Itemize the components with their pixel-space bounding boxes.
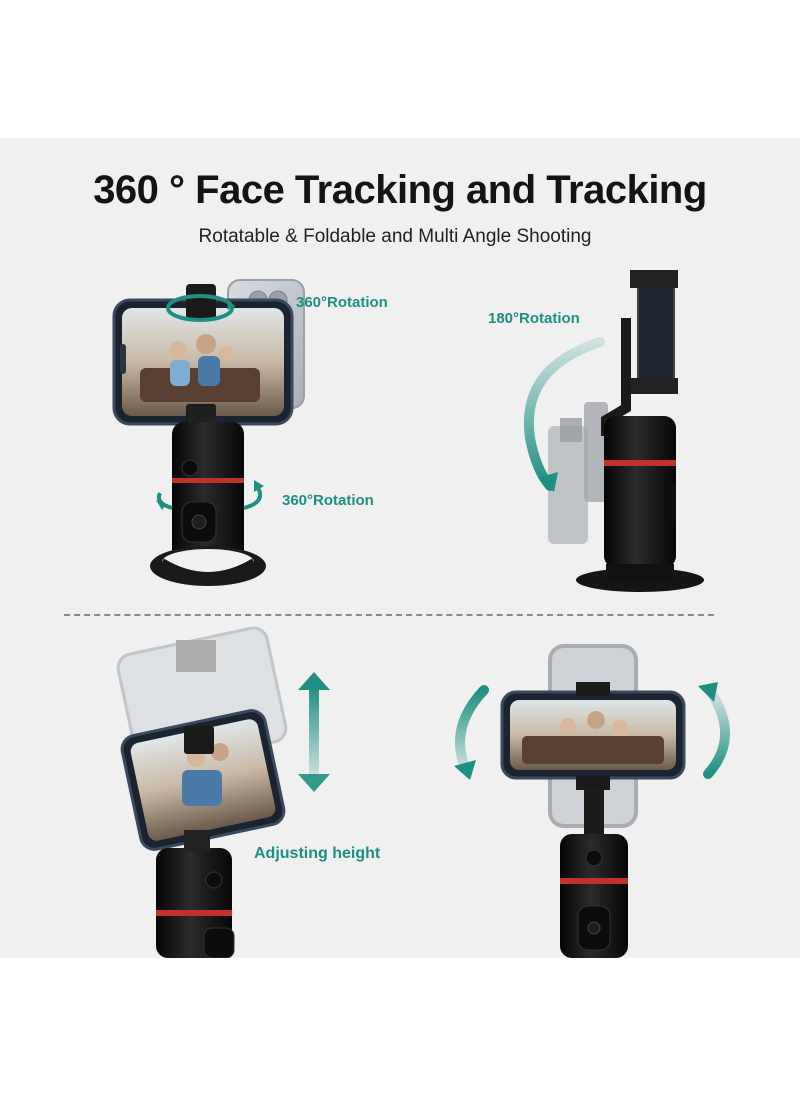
label-180-rotation: 180°Rotation xyxy=(488,310,580,327)
section-divider xyxy=(64,614,714,616)
product-panel: 360 ° Face Tracking and Tracking Rotatab… xyxy=(0,138,800,958)
label-360-rotation-lower: 360°Rotation xyxy=(282,492,374,509)
product-illustrations xyxy=(112,270,730,958)
tracker-bottom-left xyxy=(116,626,330,958)
tracker-top-left xyxy=(112,279,305,586)
page-title: 360 ° Face Tracking and Tracking xyxy=(93,168,707,212)
tracker-bottom-right xyxy=(454,644,730,958)
tracker-top-right xyxy=(523,270,704,592)
label-adjusting-height: Adjusting height xyxy=(254,845,381,862)
label-360-rotation-upper: 360°Rotation xyxy=(296,294,388,311)
page-subtitle: Rotatable & Foldable and Multi Angle Sho… xyxy=(198,226,592,247)
